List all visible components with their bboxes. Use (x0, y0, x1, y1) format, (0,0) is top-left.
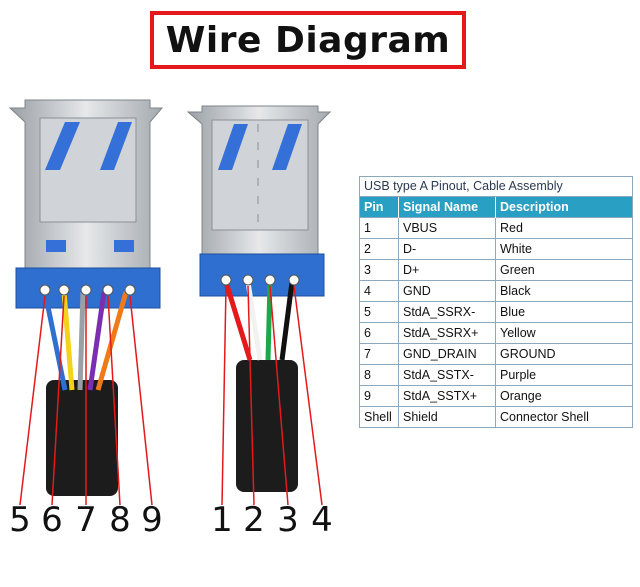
pin-label-8: 8 (109, 500, 131, 540)
left-wires (42, 291, 129, 391)
header-signal-name: Signal Name (398, 197, 496, 218)
cell-pin: 7 (360, 343, 399, 365)
cell-signal: D+ (398, 259, 496, 281)
left-usb-connector (8, 99, 164, 309)
right-cable (236, 360, 298, 492)
right-pointer-lines (221, 285, 323, 506)
right-solder-pads (220, 274, 300, 286)
cell-description: Purple (495, 364, 632, 386)
pin-label-5: 5 (9, 500, 31, 540)
right-wires (223, 281, 295, 361)
left-pointer-lines (19, 295, 153, 506)
cell-pin: 8 (360, 364, 399, 386)
cell-signal: GND (398, 280, 496, 302)
cell-pin: 2 (360, 238, 399, 260)
cell-pin: Shell (360, 406, 399, 427)
cell-description: Green (495, 259, 632, 281)
cell-description: White (495, 238, 632, 260)
right-usb-connector (186, 105, 332, 297)
pin-label-6: 6 (41, 500, 63, 540)
header-description: Description (495, 197, 632, 218)
cell-signal: StdA_SSTX- (398, 364, 496, 386)
cell-pin: 9 (360, 385, 399, 407)
cell-signal: GND_DRAIN (398, 343, 496, 365)
cell-pin: 5 (360, 301, 399, 323)
cell-signal: D- (398, 238, 496, 260)
cell-signal: StdA_SSRX+ (398, 322, 496, 344)
pin-label-2: 2 (243, 500, 265, 540)
cell-description: Red (495, 217, 632, 239)
cell-description: Blue (495, 301, 632, 323)
cell-description: Black (495, 280, 632, 302)
left-solder-pads (39, 284, 136, 296)
cell-signal: VBUS (398, 217, 496, 239)
cell-description: Connector Shell (495, 406, 632, 427)
cell-pin: 4 (360, 280, 399, 302)
pin-label-4: 4 (311, 500, 333, 540)
cell-signal: StdA_SSTX+ (398, 385, 496, 407)
cell-pin: 3 (360, 259, 399, 281)
cell-signal: Shield (398, 406, 496, 427)
title-box: Wire Diagram (150, 11, 466, 69)
cell-pin: 1 (360, 217, 399, 239)
pinout-table: USB type A Pinout, Cable Assembly Pin Si… (359, 176, 633, 428)
pin-label-7: 7 (75, 500, 97, 540)
pin-label-1: 1 (211, 500, 233, 540)
pin-label-3: 3 (277, 500, 299, 540)
header-pin: Pin (360, 197, 399, 218)
cell-description: Yellow (495, 322, 632, 344)
cell-pin: 6 (360, 322, 399, 344)
diagram-title: Wire Diagram (165, 19, 451, 61)
table-caption: USB type A Pinout, Cable Assembly (360, 177, 632, 197)
table-header-row: Pin Signal Name Description (360, 197, 632, 218)
pin-label-9: 9 (141, 500, 163, 540)
cell-description: Orange (495, 385, 632, 407)
left-cable (46, 380, 118, 496)
cell-signal: StdA_SSRX- (398, 301, 496, 323)
cell-description: GROUND (495, 343, 632, 365)
